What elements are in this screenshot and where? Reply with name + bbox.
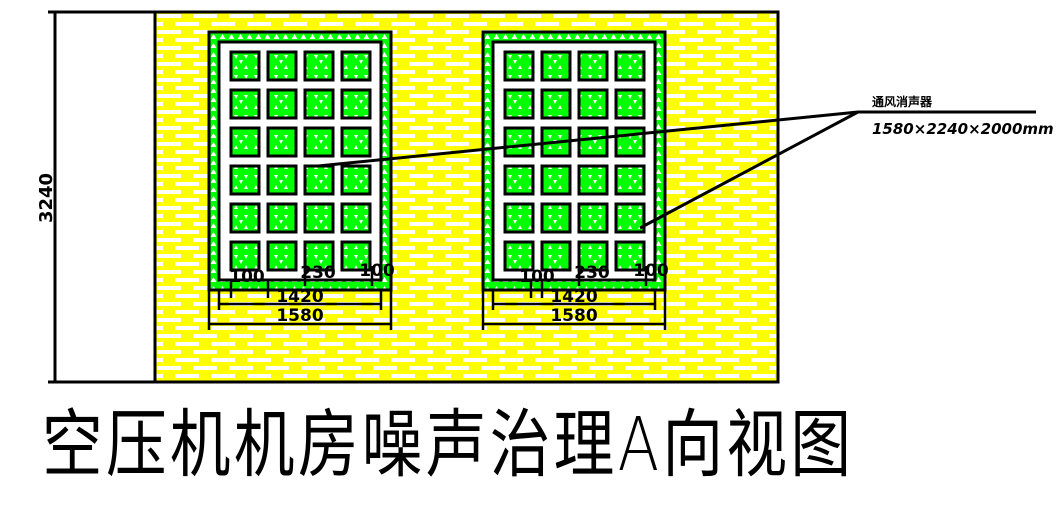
cell-grid [503, 50, 646, 272]
dimensions-left [207, 266, 393, 330]
dimension-labels-left: 100 230 100 1420 1580 [229, 261, 395, 326]
dim-inner-width: 1420 [276, 287, 323, 307]
dim-spacing: 230 [574, 263, 610, 283]
dim-outer-width: 1580 [550, 306, 597, 326]
silencer-panel-right [481, 30, 667, 292]
drawing-title: 空压机机房噪声治理A向视图 [42, 402, 855, 488]
dimension-labels-right: 100 230 100 1420 1580 [519, 261, 669, 326]
callout-label: 通风消声器 [872, 94, 933, 109]
dim-edge-right: 100 [633, 261, 669, 281]
callout-leader-lines [317, 110, 1036, 230]
dim-outer-width: 1580 [276, 306, 323, 326]
callout-size: 1580×2240×2000mm [872, 120, 1054, 138]
dim-edge-left: 100 [519, 267, 555, 287]
dimensions-right [481, 266, 667, 330]
dim-edge-left: 100 [229, 267, 265, 287]
height-dimension-label: 3240 [36, 173, 57, 223]
dim-edge-right: 100 [359, 261, 395, 281]
cell-grid [229, 50, 372, 272]
dim-spacing: 230 [300, 263, 336, 283]
frame-lines [48, 10, 778, 384]
dim-inner-width: 1420 [550, 287, 597, 307]
